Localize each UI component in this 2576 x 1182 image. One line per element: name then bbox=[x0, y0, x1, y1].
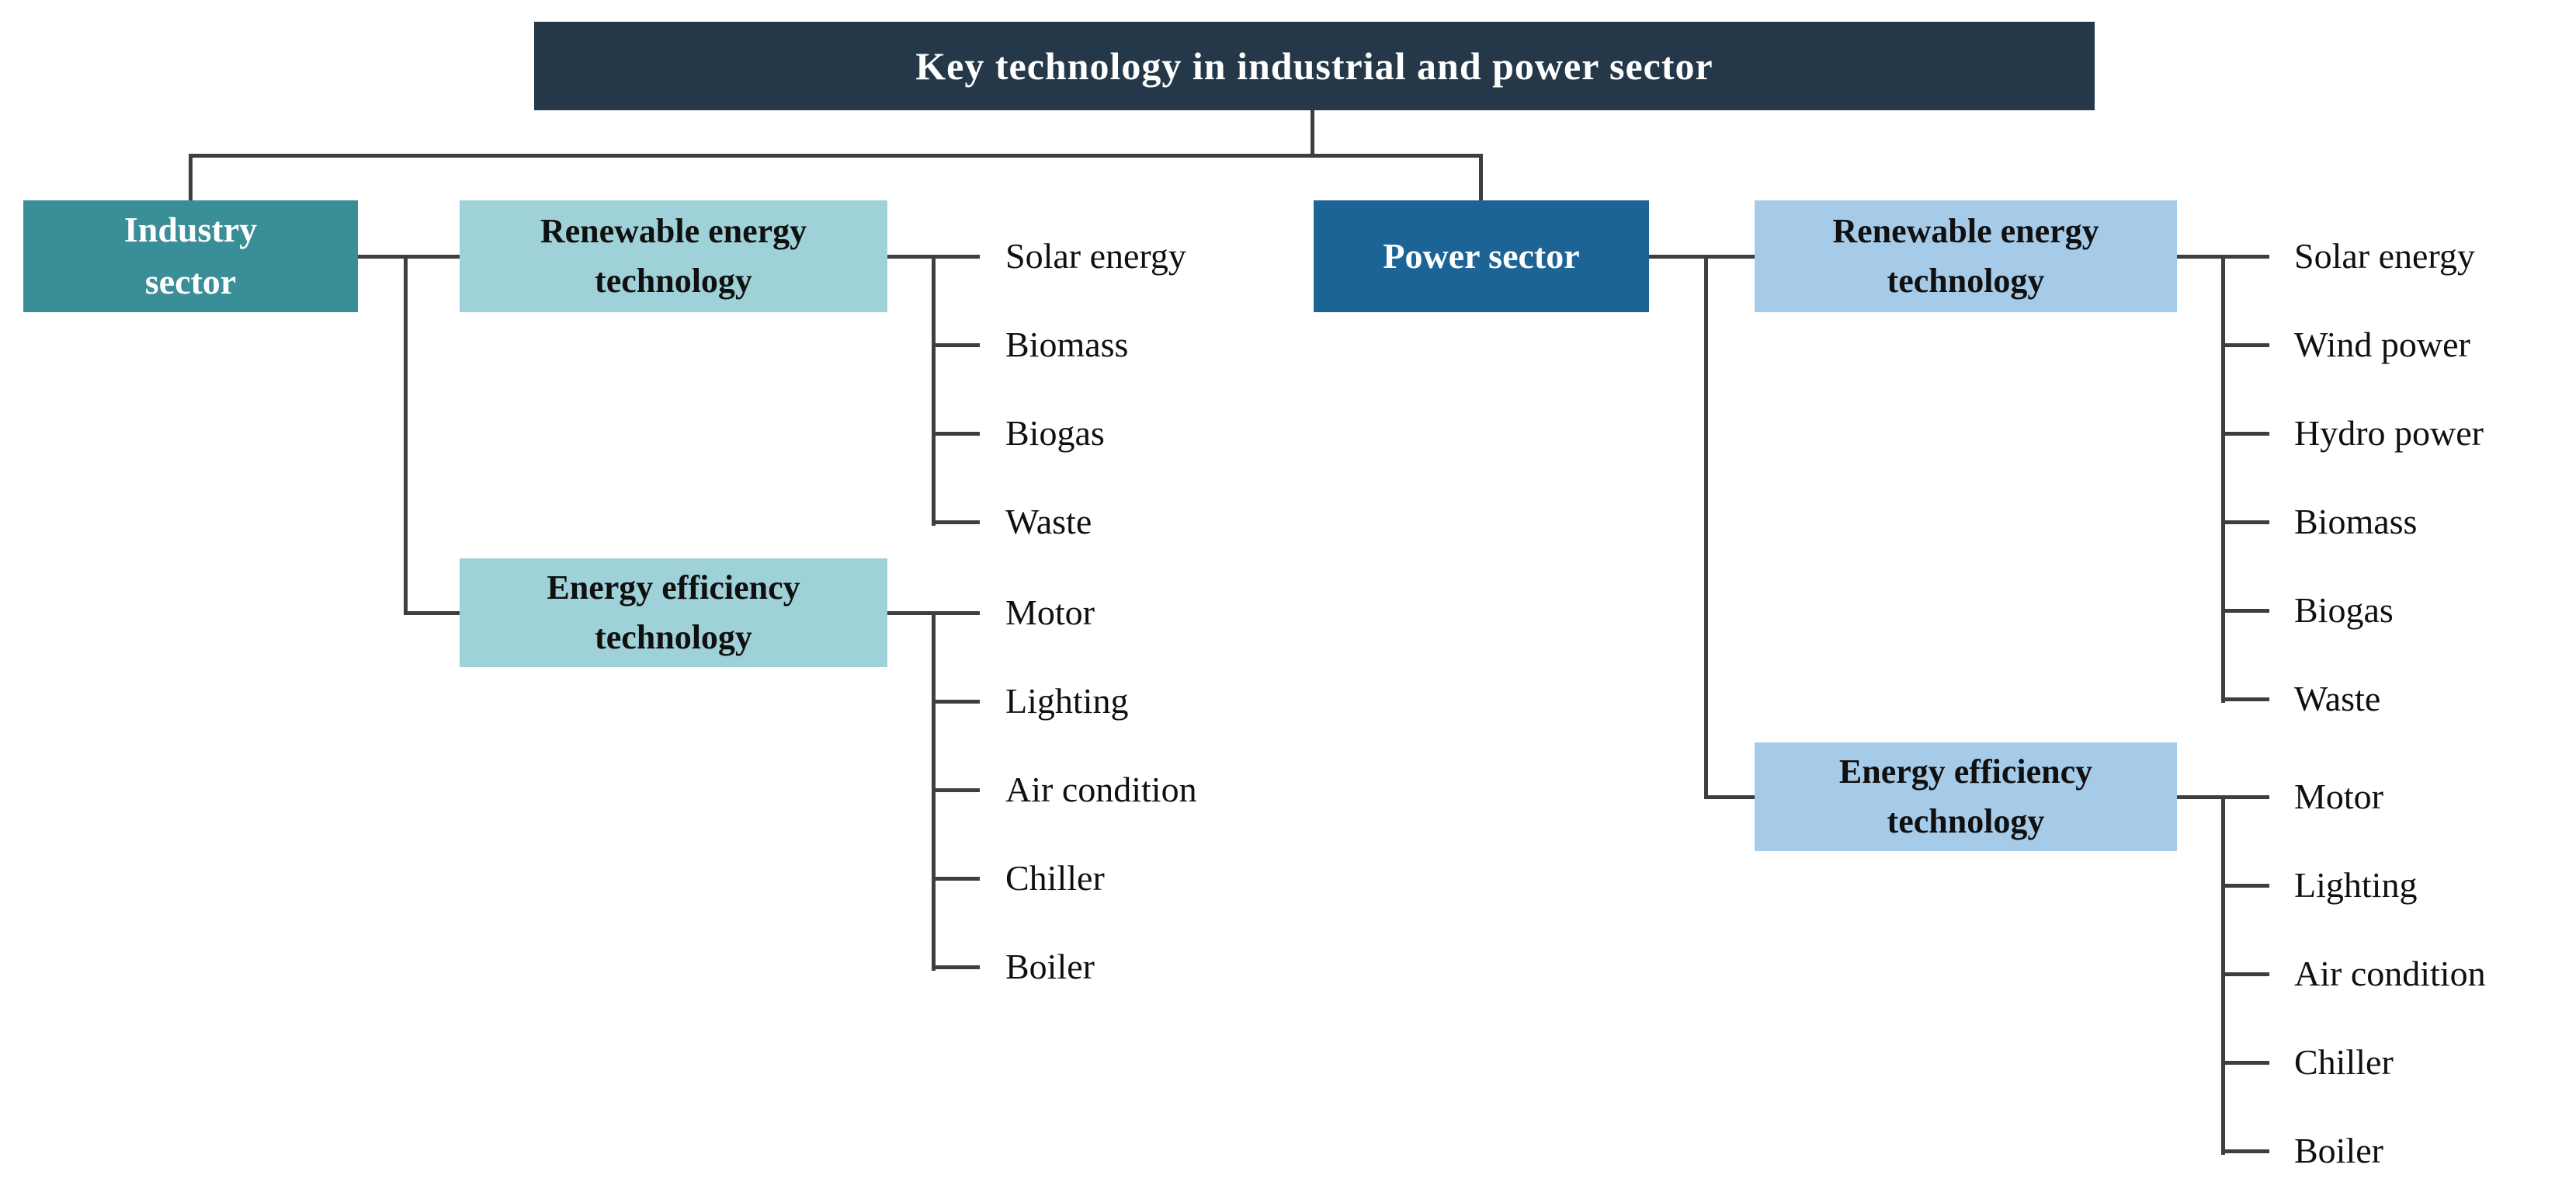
leaf-item: Biomass bbox=[1005, 325, 1129, 364]
power-sector-box: Power sector bbox=[1314, 200, 1649, 312]
connector-line bbox=[2221, 432, 2269, 436]
industry-renewable-box: Renewable energy technology bbox=[460, 200, 887, 312]
leaf-item: Chiller bbox=[2294, 1042, 2394, 1082]
connector-line bbox=[932, 432, 980, 436]
connector-line bbox=[2221, 697, 2269, 701]
connector-line bbox=[358, 255, 460, 259]
leaf-item: Biogas bbox=[1005, 413, 1105, 453]
leaf-item: Biogas bbox=[2294, 590, 2394, 630]
leaf-item: Boiler bbox=[2294, 1131, 2383, 1170]
connector-line bbox=[1479, 154, 1483, 202]
connector-line bbox=[932, 788, 980, 792]
connector-line bbox=[932, 343, 980, 347]
leaf-item: Hydro power bbox=[2294, 413, 2484, 453]
leaf-item: Waste bbox=[2294, 679, 2381, 718]
connector-line bbox=[1704, 795, 1755, 799]
leaf-item: Lighting bbox=[1005, 681, 1129, 721]
leaf-item: Motor bbox=[2294, 777, 2383, 816]
industry-sector-box: Industry sector bbox=[23, 200, 358, 312]
leaf-item: Boiler bbox=[1005, 947, 1095, 986]
connector-line bbox=[189, 154, 1483, 158]
connector-line bbox=[1649, 255, 1755, 259]
leaf-item: Biomass bbox=[2294, 502, 2418, 541]
connector-line bbox=[2221, 1061, 2269, 1065]
leaf-item: Waste bbox=[1005, 502, 1092, 541]
leaf-item: Air condition bbox=[2294, 954, 2486, 993]
connector-line bbox=[932, 520, 980, 524]
power-efficiency-label: Energy efficiency technology bbox=[1838, 753, 2093, 840]
connector-line bbox=[2221, 609, 2269, 613]
leaf-item: Motor bbox=[1005, 593, 1095, 632]
connector-line bbox=[1311, 110, 1314, 158]
connector-line bbox=[2221, 972, 2269, 976]
industry-efficiency-label: Energy efficiency technology bbox=[547, 568, 800, 656]
leaf-item: Chiller bbox=[1005, 858, 1105, 898]
connector-line bbox=[404, 611, 460, 615]
power-efficiency-box: Energy efficiency technology bbox=[1755, 742, 2177, 851]
connector-line bbox=[1704, 255, 1708, 799]
connector-line bbox=[189, 154, 193, 202]
connector-line bbox=[932, 255, 936, 526]
connector-line bbox=[404, 255, 408, 615]
diagram-title: Key technology in industrial and power s… bbox=[915, 44, 1713, 88]
power-sector-label: Power sector bbox=[1383, 235, 1580, 276]
leaf-item: Solar energy bbox=[2294, 236, 2475, 276]
connector-line bbox=[2221, 520, 2269, 524]
leaf-item: Air condition bbox=[1005, 770, 1197, 809]
industry-renewable-label: Renewable energy technology bbox=[540, 212, 807, 300]
connector-line bbox=[2221, 884, 2269, 888]
connector-line bbox=[2221, 343, 2269, 347]
power-renewable-label: Renewable energy technology bbox=[1832, 212, 2099, 300]
power-renewable-box: Renewable energy technology bbox=[1755, 200, 2177, 312]
industry-sector-label: Industry sector bbox=[123, 210, 258, 301]
connector-line bbox=[932, 877, 980, 881]
leaf-item: Wind power bbox=[2294, 325, 2470, 364]
connector-line bbox=[2221, 255, 2225, 703]
diagram-title-box: Key technology in industrial and power s… bbox=[534, 22, 2095, 110]
leaf-item: Solar energy bbox=[1005, 236, 1186, 276]
connector-line bbox=[932, 700, 980, 704]
connector-line bbox=[932, 965, 980, 969]
connector-line bbox=[2221, 1149, 2269, 1153]
leaf-item: Lighting bbox=[2294, 865, 2418, 905]
industry-efficiency-box: Energy efficiency technology bbox=[460, 558, 887, 667]
